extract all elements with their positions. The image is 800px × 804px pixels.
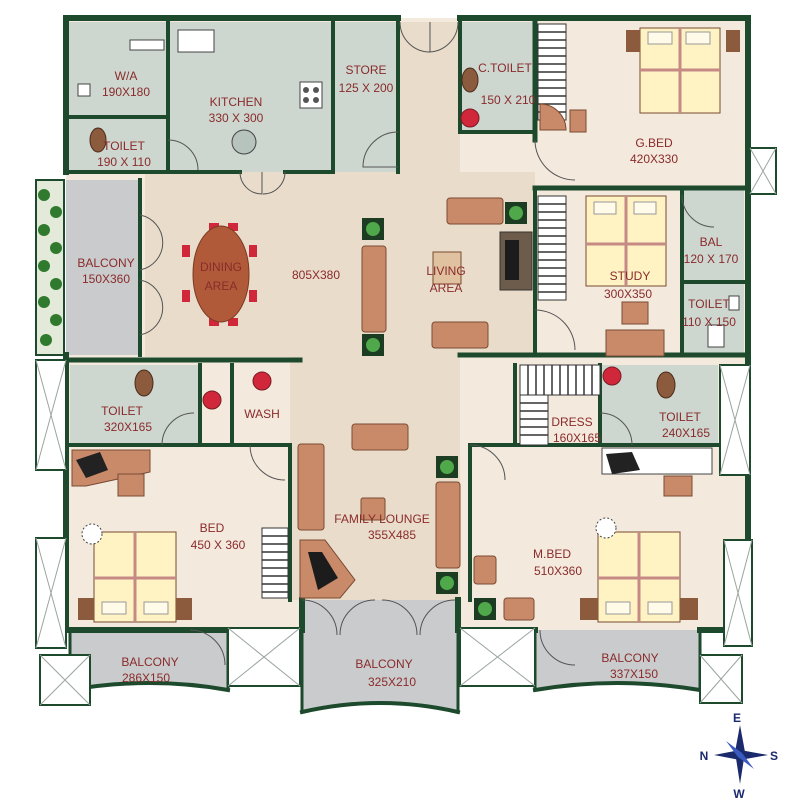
toilet-mbed-name: TOILET — [659, 410, 701, 424]
bed-size: 450 X 360 — [191, 538, 246, 552]
kitchen-name: KITCHEN — [210, 95, 263, 109]
living-sub: AREA — [430, 281, 463, 295]
balcony-lounge-name: BALCONY — [355, 657, 412, 671]
living-name: LIVING — [426, 264, 465, 278]
balcony-mbed-size: 337X150 — [610, 667, 658, 681]
dining-name: DINING — [200, 260, 242, 274]
compass-rose: E N S W — [700, 711, 778, 801]
room-labels: W/A 190X180 KITCHEN 330 X 300 STORE 125 … — [77, 61, 738, 689]
c-toilet-size: 150 X 210 — [481, 93, 536, 107]
toilet-small-size: 190 X 110 — [97, 155, 151, 169]
study-name: STUDY — [610, 269, 651, 283]
compass-east: E — [733, 711, 741, 725]
bed-room-bed — [78, 523, 192, 623]
hall-size: 805X380 — [292, 268, 340, 282]
planters — [35, 179, 527, 620]
m-bed-name: M.BED — [533, 547, 571, 561]
toilet-study-size: 110 X 150 — [682, 315, 736, 329]
g-bed-name: G.BED — [635, 136, 673, 150]
furniture — [71, 27, 740, 623]
walls — [63, 15, 751, 715]
dress-size: 160X165 — [553, 431, 601, 445]
c-toilet-name: C.TOILET — [478, 61, 532, 75]
store-size: 125 X 200 — [339, 81, 394, 95]
balcony-bed-size: 286X150 — [122, 671, 170, 685]
window-crosses — [35, 147, 777, 706]
compass-north: N — [700, 749, 709, 763]
wa-floor — [68, 22, 168, 117]
compass-diagonals — [726, 741, 754, 769]
bal-name: BAL — [700, 235, 723, 249]
m-bed-bed — [580, 517, 698, 623]
toilet-bed-floor — [70, 365, 200, 445]
shelving-lines — [262, 31, 593, 593]
balcony-lounge-floor — [302, 600, 458, 712]
bal-size: 120 X 170 — [684, 252, 739, 266]
toilet-bed-name: TOILET — [101, 404, 143, 418]
entry-floor — [398, 22, 460, 172]
balcony-west-floor — [66, 180, 140, 355]
toilet-small-name: TOILET — [103, 139, 145, 153]
balcony-mbed-name: BALCONY — [601, 651, 658, 665]
bed-name: BED — [200, 521, 225, 535]
balcony-mbed-floor — [535, 630, 700, 690]
toilet-study-name: TOILET — [688, 297, 730, 311]
g-bed-bed — [626, 27, 740, 114]
balcony-west-size: 150X360 — [82, 272, 130, 286]
m-bed-size: 510X360 — [534, 564, 582, 578]
door-swings — [139, 21, 715, 666]
wa-size: 190X180 — [102, 85, 150, 99]
compass-south: S — [770, 749, 778, 763]
toilet-small-floor — [68, 117, 168, 172]
wash-name: WASH — [244, 407, 280, 421]
family-lounge-name: FAMILY LOUNGE — [334, 512, 430, 526]
kitchen-size: 330 X 300 — [209, 111, 264, 125]
study-size: 300X350 — [604, 287, 652, 301]
store-name: STORE — [345, 63, 386, 77]
wa-name: W/A — [115, 69, 138, 83]
study-bed — [585, 195, 667, 357]
balcony-bed-floor — [70, 630, 228, 690]
store-floor — [333, 22, 398, 172]
balcony-lounge-size: 325X210 — [368, 675, 416, 689]
balcony-bed-name: BALCONY — [121, 655, 178, 669]
balcony-west-name: BALCONY — [77, 256, 134, 270]
dress-name: DRESS — [551, 415, 592, 429]
toilet-mbed-size: 240X165 — [662, 426, 710, 440]
dining-sub: AREA — [205, 279, 238, 293]
family-lounge-size: 355X485 — [368, 528, 416, 542]
g-bed-size: 420X330 — [630, 152, 678, 166]
toilet-bed-size: 320X165 — [104, 420, 152, 434]
compass-west: W — [733, 787, 745, 801]
